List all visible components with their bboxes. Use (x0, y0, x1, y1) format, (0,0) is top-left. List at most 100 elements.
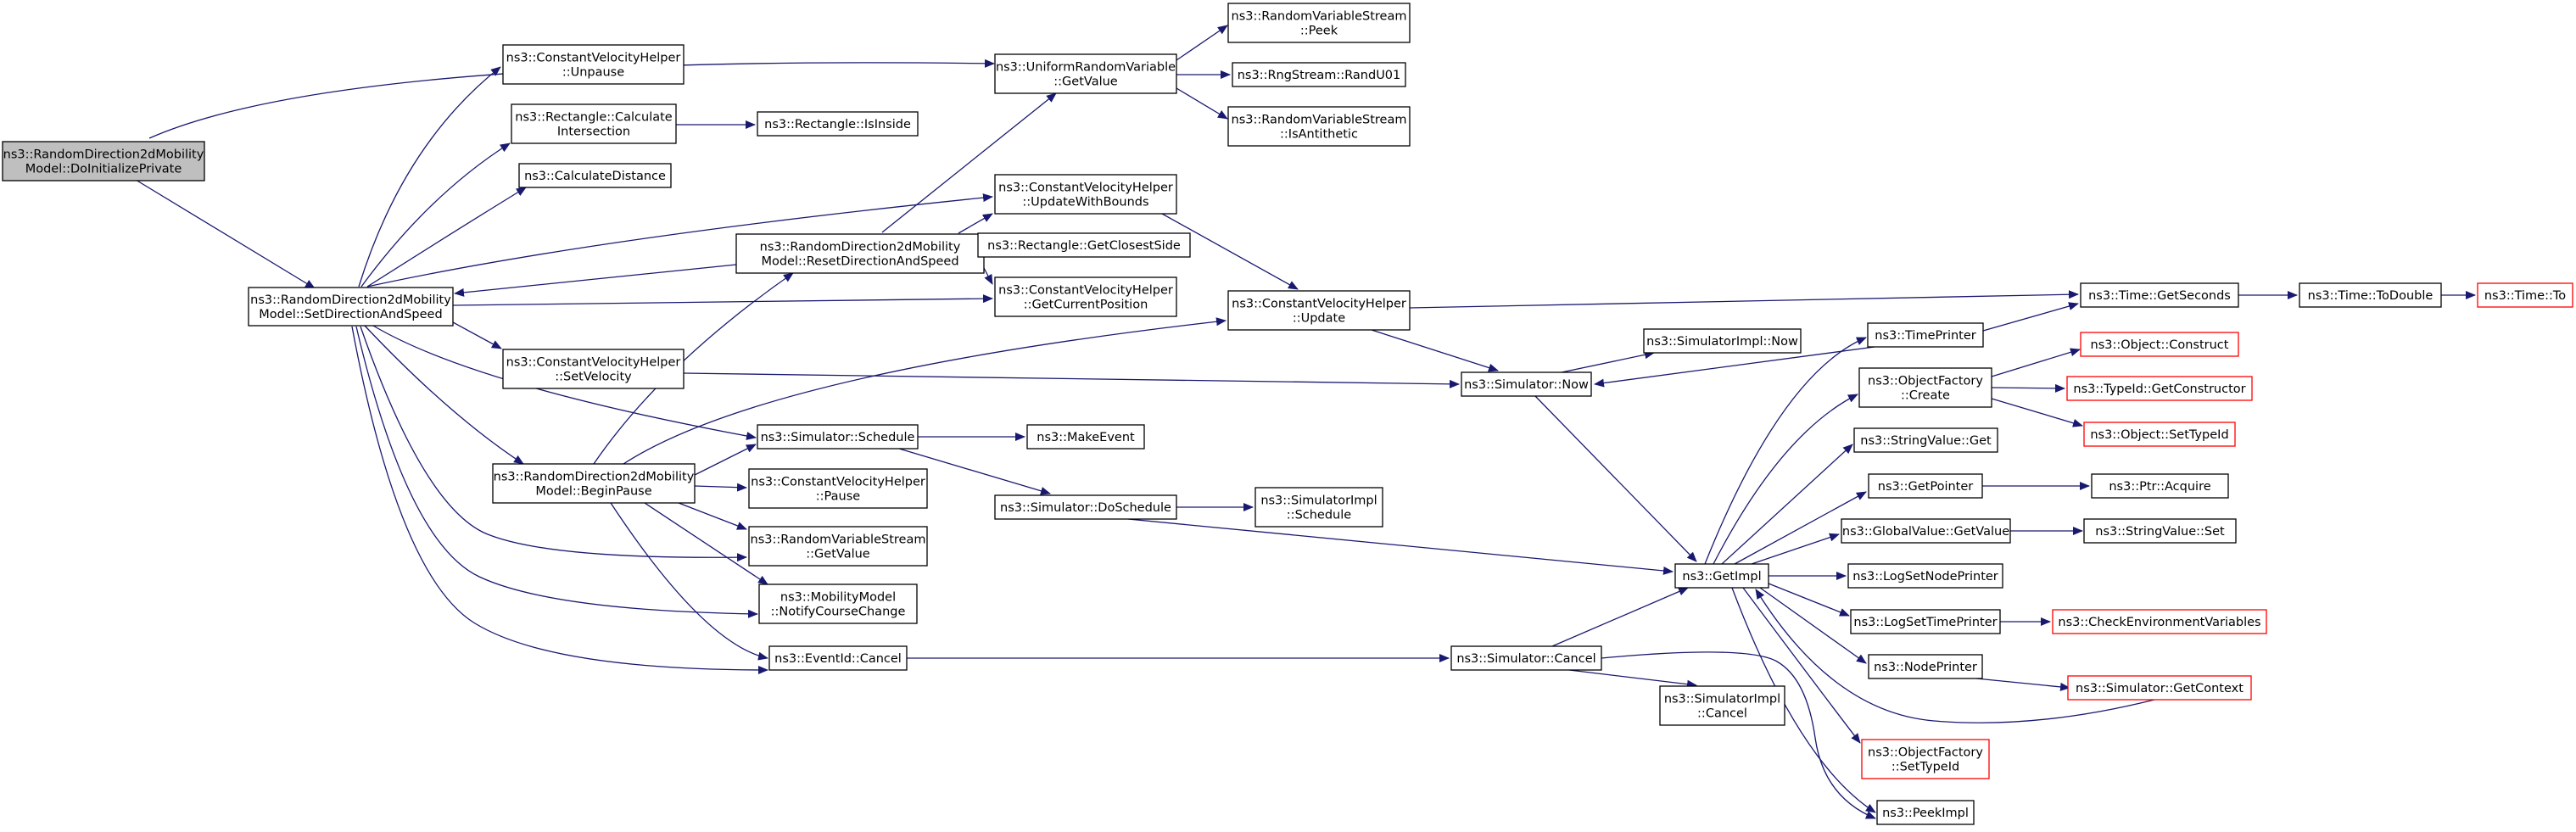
node-label-line: ns3::LogSetNodePrinter (1852, 570, 1998, 584)
node-setdir[interactable]: ns3::RandomDirection2dMobilityModel::Set… (248, 287, 454, 327)
edge-nodeprinter-to-simgetctx (1975, 678, 2070, 691)
node-simimplsched[interactable]: ns3::SimulatorImpl::Schedule (1254, 487, 1383, 528)
node-ofsettypeid[interactable]: ns3::ObjectFactory::SetTypeId (1861, 739, 1990, 779)
node-box (1841, 518, 2011, 544)
node-resetdir[interactable]: ns3::RandomDirection2dMobilityModel::Res… (735, 233, 985, 274)
node-box (977, 232, 1191, 258)
node-unpause[interactable]: ns3::ConstantVelocityHelper::Unpause (502, 44, 685, 85)
node-simgetctx[interactable]: ns3::Simulator::GetContext (2067, 675, 2252, 701)
node-urvget[interactable]: ns3::UniformRandomVariable::GetValue (994, 53, 1177, 94)
node-simimplcancel[interactable]: ns3::SimulatorImpl::Cancel (1659, 685, 1785, 726)
node-getimpl[interactable]: ns3::GetImpl (1674, 563, 1769, 589)
edge-setdir-to-eventcancel (351, 326, 768, 674)
node-objconstruct[interactable]: ns3::Object::Construct (2080, 332, 2239, 357)
node-label-line: ns3::Time::GetSeconds (2088, 289, 2231, 303)
edge-setdir-to-calcdist (366, 187, 527, 288)
node-cvhpause[interactable]: ns3::ConstantVelocityHelper::Pause (748, 468, 928, 509)
node-box (994, 276, 1177, 317)
node-ofcreate[interactable]: ns3::ObjectFactory::Create (1858, 367, 1992, 408)
edge-getimpl-to-strvalget (1721, 444, 1853, 565)
node-label-line: ::SetVelocity (555, 371, 632, 384)
node-label-line: ns3::TimePrinter (1875, 329, 1976, 343)
node-label-line: Model::BeginPause (535, 485, 651, 499)
node-box (757, 111, 919, 137)
node-box (1232, 62, 1406, 87)
edge-setdir-to-unpause (358, 66, 501, 288)
node-label-line: ns3::RngStream::RandU01 (1238, 69, 1401, 82)
node-logsetnode[interactable]: ns3::LogSetNodePrinter (1847, 563, 2003, 589)
node-layer: ns3::RandomDirection2dMobilityModel::DoI… (2, 3, 2573, 825)
node-label-line: ns3::CheckEnvironmentVariables (2058, 616, 2260, 629)
node-eventcancel[interactable]: ns3::EventId::Cancel (768, 645, 908, 671)
node-simnow[interactable]: ns3::Simulator::Now (1461, 371, 1592, 397)
node-getcurpos[interactable]: ns3::ConstantVelocityHelper::GetCurrentP… (994, 276, 1177, 317)
node-label-line: ns3::SimulatorImpl (1260, 494, 1377, 508)
node-logsettime[interactable]: ns3::LogSetTimePrinter (1850, 609, 2001, 634)
node-rvsgetvalue[interactable]: ns3::RandomVariableStream::GetValue (748, 526, 928, 567)
node-beginpause[interactable]: ns3::RandomDirection2dMobilityModel::Beg… (492, 463, 696, 504)
edge-layer (135, 25, 2476, 819)
node-root[interactable]: ns3::RandomDirection2dMobilityModel::DoI… (2, 141, 205, 181)
edge-setdir-to-beginpause (364, 325, 524, 465)
node-box (1867, 322, 1984, 348)
edge-timeprinter-to-getseconds (1982, 302, 2079, 332)
node-simimplnow[interactable]: ns3::SimulatorImpl::Now (1643, 328, 1802, 354)
node-label-line: Model::DoInitializePrivate (25, 163, 182, 176)
node-nodeprinter[interactable]: ns3::NodePrinter (1868, 654, 1983, 679)
node-gvgetvalue[interactable]: ns3::GlobalValue::GetValue (1841, 518, 2011, 544)
node-box (735, 233, 985, 274)
node-box (1227, 290, 1411, 331)
node-label-line: ns3::Rectangle::Calculate (515, 111, 673, 125)
edge-getimpl-to-nodeprinter (1759, 587, 1867, 664)
node-ptracquire[interactable]: ns3::Ptr::Acquire (2091, 473, 2229, 499)
edge-getimpl-to-peekimpl (1731, 587, 1876, 813)
node-label-line: ::Update (1293, 312, 1345, 326)
node-label-line: ::IsAntithetic (1280, 128, 1358, 142)
node-uwb[interactable]: ns3::ConstantVelocityHelper::UpdateWithB… (994, 174, 1177, 215)
node-schedule[interactable]: ns3::Simulator::Schedule (757, 424, 919, 450)
node-rvsanti[interactable]: ns3::RandomVariableStream::IsAntithetic (1227, 106, 1411, 147)
node-strvalset[interactable]: ns3::StringValue::Set (2083, 518, 2237, 544)
node-calcdist[interactable]: ns3::CalculateDistance (518, 163, 672, 188)
edge-setdir-to-rvsgetvalue (360, 326, 747, 562)
node-cvhupdate[interactable]: ns3::ConstantVelocityHelper::Update (1227, 290, 1411, 331)
node-label-line: ns3::ConstantVelocityHelper (1232, 298, 1406, 311)
node-peekimpl[interactable]: ns3::PeekImpl (1876, 800, 1975, 825)
node-makeevent[interactable]: ns3::MakeEvent (1026, 424, 1145, 450)
node-label-line: ::NotifyCourseChange (771, 606, 906, 619)
node-doschedule[interactable]: ns3::Simulator::DoSchedule (994, 494, 1177, 520)
node-notifycc[interactable]: ns3::MobilityModel::NotifyCourseChange (758, 584, 918, 624)
edge-simcancel-to-getimpl (1551, 587, 1689, 647)
node-simcancel[interactable]: ns3::Simulator::Cancel (1450, 645, 1602, 671)
node-label-line: ::Peek (1300, 25, 1338, 38)
edge-simcancel-to-peekimpl (1601, 651, 1876, 819)
node-box (1674, 563, 1769, 589)
node-label-line: ns3::TypeId::GetConstructor (2073, 382, 2245, 396)
node-getpointer[interactable]: ns3::GetPointer (1868, 473, 1983, 499)
node-label-line: ns3::ObjectFactory (1868, 746, 1983, 760)
node-typeidgc[interactable]: ns3::TypeId::GetConstructor (2066, 376, 2253, 401)
node-isinside[interactable]: ns3::Rectangle::IsInside (757, 111, 919, 137)
node-label-line: ::GetValue (806, 548, 870, 561)
node-label-line: ns3::RandomVariableStream (1232, 114, 1407, 127)
node-label-line: ns3::GetPointer (1878, 480, 1974, 494)
node-todouble[interactable]: ns3::Time::ToDouble (2299, 282, 2442, 308)
node-label-line: ns3::MakeEvent (1037, 431, 1135, 444)
node-label-line: ns3::SimulatorImpl (1664, 693, 1780, 706)
node-closest[interactable]: ns3::Rectangle::GetClosestSide (977, 232, 1191, 258)
node-strvalget[interactable]: ns3::StringValue::Get (1853, 427, 1998, 453)
node-setvel[interactable]: ns3::ConstantVelocityHelper::SetVelocity (502, 349, 685, 389)
node-checkenv[interactable]: ns3::CheckEnvironmentVariables (2052, 609, 2267, 634)
node-label-line: ::Cancel (1697, 707, 1747, 721)
node-objsettypeid[interactable]: ns3::Object::SetTypeId (2083, 422, 2236, 447)
edge-beginpause-to-schedule (694, 444, 757, 476)
node-label-line: ns3::EventId::Cancel (774, 652, 902, 666)
node-getseconds[interactable]: ns3::Time::GetSeconds (2080, 282, 2239, 308)
node-randu01[interactable]: ns3::RngStream::RandU01 (1232, 62, 1406, 87)
node-timeto[interactable]: ns3::Time::To (2477, 282, 2573, 308)
edge-root-to-setdir (135, 179, 316, 289)
node-rvspeek[interactable]: ns3::RandomVariableStream::Peek (1227, 3, 1411, 43)
node-timeprinter[interactable]: ns3::TimePrinter (1867, 322, 1984, 348)
node-label-line: ns3::StringValue::Set (2095, 525, 2225, 539)
